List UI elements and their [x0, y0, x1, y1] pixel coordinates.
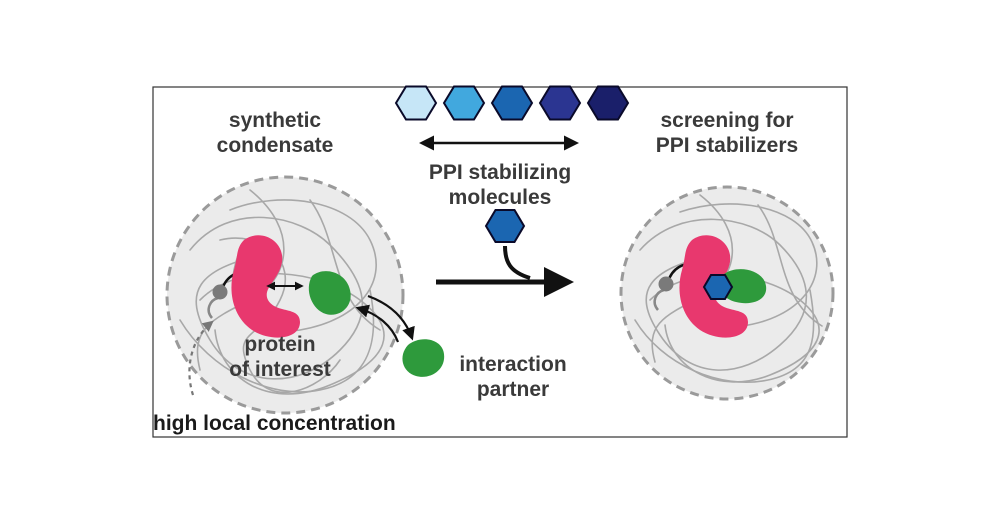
partner-label-line1: interaction [459, 353, 567, 376]
left-condensate [165, 175, 445, 415]
high-local-concentration-label: high local concentration [153, 412, 396, 435]
partner-entry-arrow [355, 304, 400, 343]
left-title-line1: synthetic [228, 109, 322, 132]
protein-label: protein of interest [220, 332, 340, 382]
molecule-hexagon-icon-2 [442, 85, 486, 121]
left-title: synthetic condensate [195, 108, 355, 158]
right-interaction-partner-bound-shape [719, 269, 767, 304]
molecule-hexagon-icon-4 [538, 85, 582, 121]
protein-label-line1: protein [244, 333, 316, 356]
right-condensate [619, 185, 835, 401]
molecule-series [394, 85, 630, 121]
left-condensate-droplet [165, 175, 405, 415]
figure-frame [152, 86, 848, 438]
molecule-addition-curve [503, 245, 531, 280]
left-protein-of-interest-shape [231, 235, 300, 338]
molecule-hexagon-icon-3 [490, 85, 534, 121]
left-title-line2: condensate [216, 134, 334, 157]
right-title-line1: screening for [660, 109, 794, 132]
right-stabilizer-hexagon-icon [702, 274, 734, 300]
single-molecule-hexagon-icon [484, 209, 526, 243]
molecule-hexagon-icon-1 [394, 85, 438, 121]
protein-label-line2: of interest [229, 358, 331, 381]
left-interaction-partner-bound-shape [308, 271, 351, 315]
molecules-label-line2: molecules [448, 186, 552, 209]
partner-exit-arrow [367, 294, 415, 341]
molecules-label: PPI stabilizing molecules [415, 160, 585, 210]
partner-label-line2: partner [476, 378, 550, 401]
free-interaction-partner-shape [402, 339, 445, 377]
right-title-line2: PPI stabilizers [655, 134, 799, 157]
molecules-label-line1: PPI stabilizing [428, 161, 572, 184]
molecule-hexagon-icon-5 [586, 85, 630, 121]
partner-label: interaction partner [448, 352, 578, 402]
right-title: screening for PPI stabilizers [622, 108, 832, 158]
